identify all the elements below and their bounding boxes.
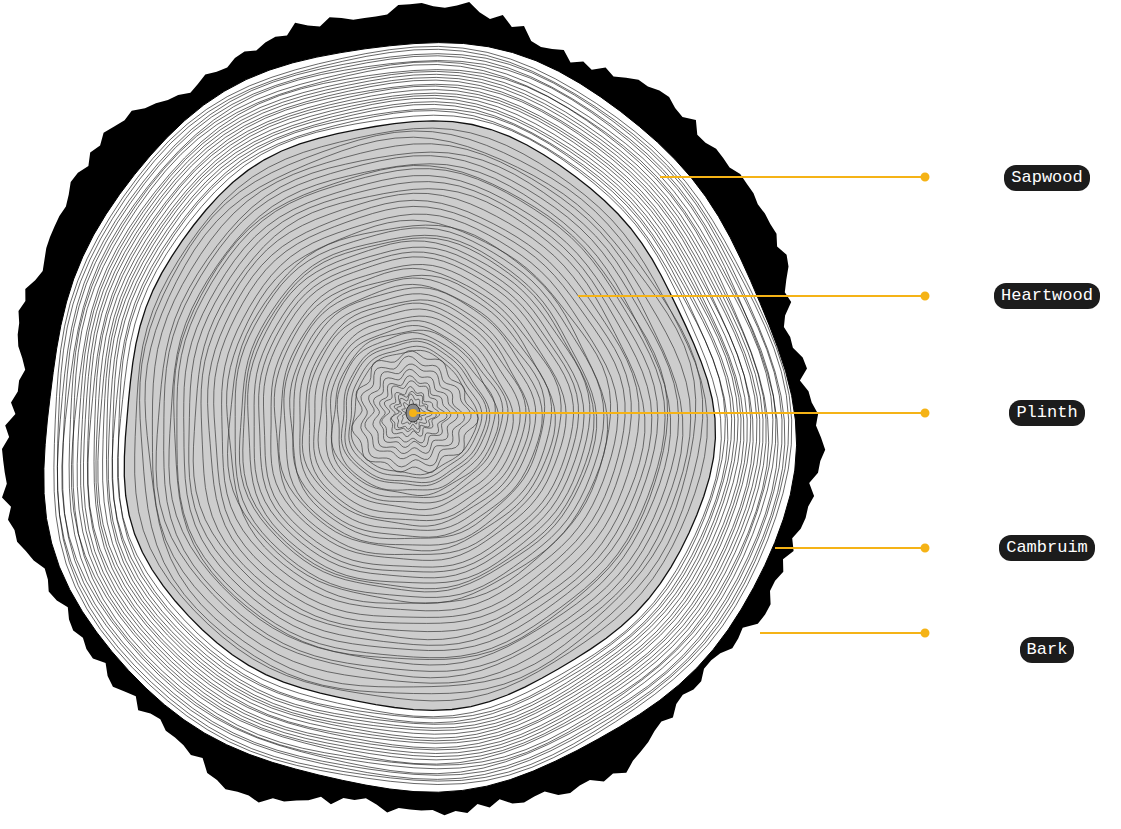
- growth-ring: [118, 115, 722, 717]
- growth-ring: [87, 80, 757, 750]
- growth-ring: [274, 268, 561, 554]
- growth-ring: [156, 152, 683, 678]
- growth-ring: [69, 62, 776, 769]
- leader-line: [413, 412, 925, 414]
- leader-dot: [922, 410, 929, 417]
- growth-ring: [63, 56, 782, 776]
- leader-line: [775, 547, 925, 549]
- growth-ring: [62, 61, 778, 774]
- growth-ring: [169, 164, 671, 665]
- growth-ring: [57, 49, 788, 781]
- growth-ring: [112, 109, 728, 723]
- leader-line: [660, 176, 925, 178]
- growth-ring: [57, 54, 784, 780]
- growth-ring: [96, 90, 747, 741]
- growth-ring: [112, 104, 731, 724]
- growth-ring: [88, 84, 753, 748]
- label-text: Cambruim: [1006, 538, 1088, 557]
- growth-ring: [227, 220, 611, 603]
- growth-ring: [108, 102, 734, 728]
- sapwood-rings: [44, 43, 797, 793]
- label-text: Heartwood: [1001, 286, 1093, 305]
- leader-dot: [922, 630, 929, 637]
- leader-line: [760, 632, 925, 634]
- label-pill: Plinth: [1009, 400, 1084, 426]
- bark-outline: [2, 2, 825, 815]
- growth-ring: [337, 333, 495, 491]
- label-pill: Bark: [1020, 637, 1075, 663]
- label-text: Sapwood: [1011, 168, 1082, 187]
- growth-ring: [382, 381, 447, 443]
- growth-ring: [309, 303, 526, 520]
- growth-ring: [290, 284, 545, 538]
- label-pill: Sapwood: [1004, 165, 1089, 191]
- growth-ring: [77, 71, 766, 760]
- growth-ring: [284, 278, 552, 545]
- growth-ring: [248, 241, 590, 583]
- growth-ring: [214, 206, 625, 617]
- growth-ring: [402, 399, 427, 424]
- growth-ring: [208, 200, 632, 623]
- sapwood-area: [44, 43, 797, 793]
- growth-ring: [326, 321, 508, 503]
- heartwood-area: [124, 121, 715, 711]
- label-pill: Cambruim: [999, 535, 1095, 561]
- label-pill: Heartwood: [994, 283, 1100, 309]
- bark: [2, 2, 825, 815]
- leader-line: [578, 295, 925, 297]
- label-text: Plinth: [1016, 403, 1077, 422]
- leader-dot: [410, 410, 416, 416]
- heartwood-rings: [124, 121, 715, 711]
- growth-ring: [54, 46, 792, 784]
- growth-ring: [373, 369, 458, 453]
- leader-dot: [922, 293, 929, 300]
- growth-ring: [103, 95, 741, 734]
- growth-ring: [380, 376, 451, 448]
- growth-ring: [193, 189, 645, 640]
- growth-ring: [397, 394, 432, 429]
- label-text: Bark: [1027, 640, 1068, 659]
- leader-dot: [922, 545, 929, 552]
- growth-ring: [390, 387, 440, 437]
- growth-ring: [135, 128, 708, 701]
- growth-ring: [98, 93, 744, 738]
- growth-ring: [331, 326, 503, 498]
- leader-dot: [922, 174, 929, 181]
- growth-ring: [107, 98, 739, 730]
